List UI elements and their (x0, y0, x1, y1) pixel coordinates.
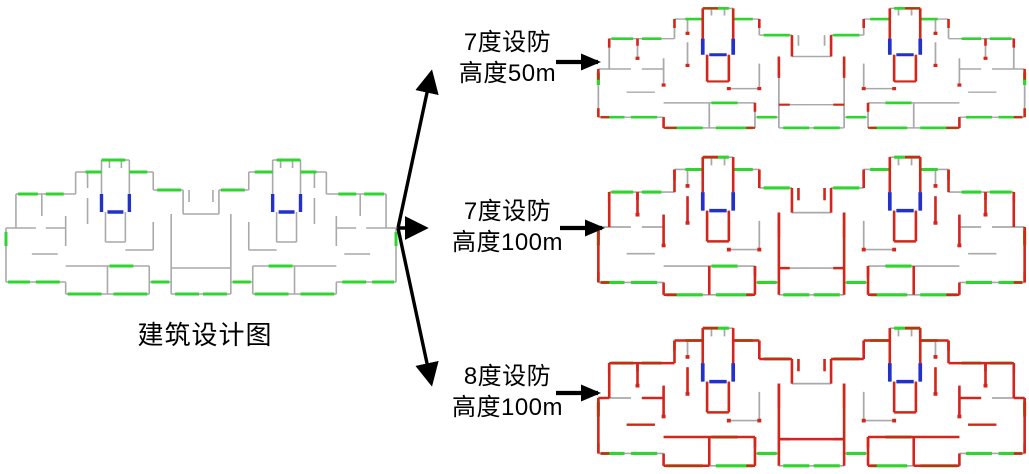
plan-walls (887, 192, 923, 213)
column-dot (933, 63, 938, 68)
column-dot (933, 392, 938, 396)
plan-walls (829, 326, 1026, 468)
column-dot (933, 221, 938, 225)
column-dot (757, 247, 762, 252)
column-dot (757, 418, 762, 423)
column-dot (661, 243, 666, 248)
column-dot (661, 414, 666, 419)
plan-walls (887, 38, 923, 57)
floor-plan-7deg-100m (594, 151, 1029, 303)
floor-plan-drawing (596, 326, 1027, 468)
plan-walls (99, 194, 132, 214)
column-dot (685, 221, 690, 225)
branch-label-line2: 高度100m (451, 229, 564, 256)
plan-caption: 建筑设计图 (137, 320, 273, 350)
column-dot (685, 31, 690, 35)
column-dot (957, 83, 962, 87)
column-dot (685, 392, 690, 396)
plan-walls (829, 155, 1026, 297)
column-dot (726, 87, 731, 91)
branch-label-line2: 高度100m (451, 394, 564, 421)
floor-plan-drawing (596, 7, 1027, 130)
branch-label-7deg-50m: 7度设防 高度50m (435, 27, 580, 89)
column-dot (726, 418, 731, 423)
plan-walls (201, 159, 397, 295)
branch-label-line1: 8度设防 (463, 363, 552, 390)
column-dot (685, 184, 690, 188)
column-dot (635, 56, 640, 60)
column-dot (661, 83, 666, 87)
fan-arrow-top (396, 69, 439, 229)
column-dot (933, 184, 938, 188)
column-dot (983, 383, 988, 388)
branch-label-7deg-100m: 7度设防 高度100m (430, 196, 585, 258)
plan-walls (5, 159, 201, 295)
column-dot (635, 383, 640, 388)
column-dot (861, 87, 866, 91)
floor-plan-original (2, 154, 400, 302)
column-dot (933, 355, 938, 359)
column-dot (861, 247, 866, 252)
column-dot (635, 212, 640, 217)
plan-walls (829, 7, 1026, 129)
plan-walls (597, 155, 794, 297)
fan-arrow-bottom (396, 227, 439, 387)
column-dot (957, 243, 962, 248)
branch-label-8deg-100m: 8度设防 高度100m (430, 361, 585, 423)
plan-walls (597, 7, 794, 129)
column-dot (685, 63, 690, 68)
floor-plan-drawing (4, 158, 398, 296)
column-dot (957, 414, 962, 419)
column-dot (892, 247, 897, 252)
column-dot (861, 418, 866, 423)
plan-walls (597, 169, 800, 295)
column-dot (983, 56, 988, 60)
column-dot (892, 418, 897, 423)
plan-walls (597, 326, 794, 468)
branch-label-line1: 7度设防 (463, 29, 552, 56)
plan-walls (700, 192, 736, 213)
floor-plan-8deg-100m (594, 322, 1029, 474)
plan-walls (4, 158, 200, 296)
plan-walls (823, 169, 1026, 295)
column-dot (726, 247, 731, 252)
plan-walls (700, 38, 736, 57)
column-dot (933, 31, 938, 35)
column-dot (983, 212, 988, 217)
branch-label-line1: 7度设防 (463, 198, 552, 225)
branch-label-line2: 高度50m (458, 60, 557, 87)
plan-walls (270, 194, 303, 214)
floor-plan-7deg-50m (594, 3, 1029, 135)
plan-walls (887, 363, 923, 384)
plan-walls (700, 363, 736, 384)
column-dot (757, 87, 762, 91)
floor-plan-drawing (596, 155, 1027, 297)
column-dot (892, 87, 897, 91)
diagram-canvas: 建筑设计图 7度设防 高度50m 7度设防 高度100m 8度设防 高度100m (2, 3, 1029, 468)
column-dot (685, 355, 690, 359)
plan-walls (202, 158, 398, 296)
